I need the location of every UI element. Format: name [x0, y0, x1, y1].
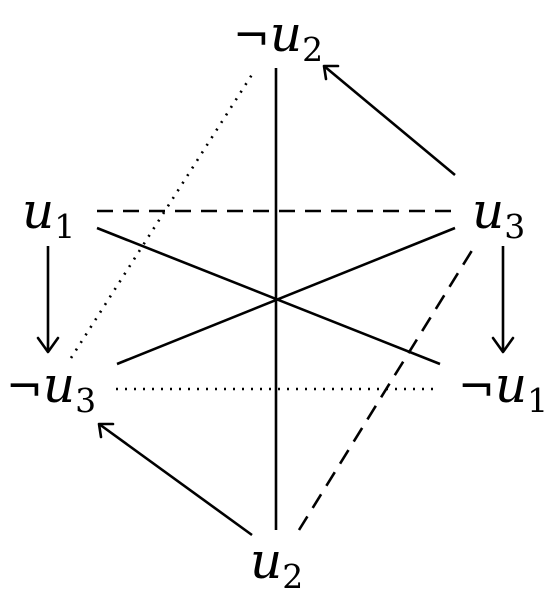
edge-u2-u3-dashed — [297, 243, 478, 531]
arrowhead-icon — [491, 336, 515, 354]
arrow-u2-to-neg-u3 — [97, 422, 253, 537]
node-neg-u3: ¬u3 — [6, 356, 96, 420]
arrowhead-icon — [322, 64, 340, 81]
arrow-u3-to-neg-u1 — [491, 246, 515, 354]
edge-u1-neg-u1 — [96, 226, 441, 366]
arrow-u1-to-neg-u3 — [36, 246, 60, 354]
node-neg-u2: ¬u2 — [233, 5, 323, 69]
edge-neg-u3-neg-u2-dotted — [69, 72, 255, 359]
arrowhead-icon — [97, 422, 115, 439]
edge-u3-neg-u3 — [116, 226, 456, 366]
arrow-u3-to-neg-u2 — [322, 64, 456, 176]
node-u3: u3 — [472, 182, 525, 246]
node-u2: u2 — [250, 532, 303, 596]
node-neg-u1: ¬u1 — [458, 356, 548, 420]
arrowhead-icon — [36, 336, 60, 354]
node-u1: u1 — [22, 182, 75, 246]
